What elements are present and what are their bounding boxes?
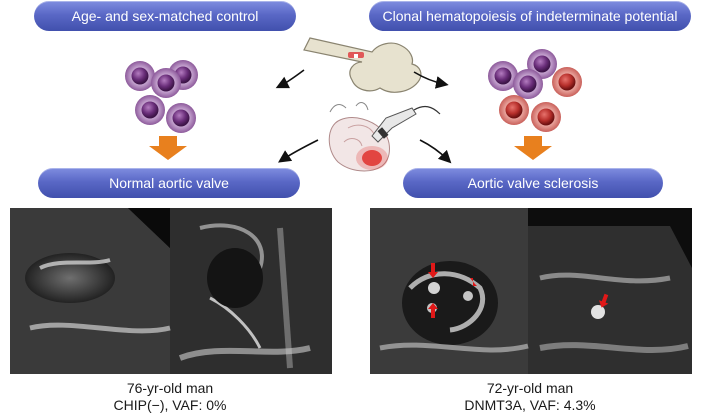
control-blood-cells: [125, 60, 198, 133]
chip-case-age: 72-yr-old man: [486, 380, 574, 396]
lesion-arrow-icon: [470, 278, 477, 286]
chip-case-mutation: DNMT3A, VAF: 4.3%: [464, 397, 596, 413]
blood-cell-icon: [552, 67, 582, 97]
control-group-header: Age- and sex-matched control: [34, 1, 296, 31]
curved-arrow-icon: [278, 139, 319, 163]
blood-cell-icon: [499, 95, 529, 125]
curved-arrow-icon: [275, 69, 305, 89]
chip-outcome-text: Aortic valve sclerosis: [467, 175, 599, 191]
blood-cell-icon: [531, 102, 561, 132]
chip-echo-image: [370, 208, 692, 374]
down-arrow-icon: [149, 136, 187, 160]
control-outcome-label: Normal aortic valve: [38, 168, 300, 198]
control-case-age: 76-yr-old man: [126, 380, 214, 396]
curved-arrow-icon: [419, 139, 452, 164]
lesion-arrow-icon: [598, 293, 609, 308]
chip-group-header-label: Clonal hematopoiesis of indeterminate po…: [382, 8, 678, 24]
lesion-arrow-icon: [428, 303, 438, 318]
control-case-mutation: CHIP(−), VAF: 0%: [113, 397, 227, 413]
blood-cell-icon: [488, 61, 518, 91]
bone-marrow-femur-icon: [303, 37, 422, 93]
blood-cell-icon: [513, 69, 543, 99]
blood-cell-icon: [166, 103, 196, 133]
chip-outcome-label: Aortic valve sclerosis: [403, 168, 663, 198]
control-echo-image: [10, 208, 332, 374]
blood-cell-icon: [125, 61, 155, 91]
blood-cell-icon: [151, 68, 181, 98]
chip-echo-render: [370, 208, 692, 374]
down-arrow-icon: [514, 136, 552, 160]
heart-echo-probe-icon: [328, 102, 441, 172]
control-outcome-text: Normal aortic valve: [109, 175, 229, 191]
curved-arrows: [275, 69, 452, 164]
lesion-arrow-icon: [428, 263, 438, 278]
chip-case-caption: 72-yr-old man DNMT3A, VAF: 4.3%: [440, 380, 620, 414]
chip-blood-cells: [488, 49, 582, 132]
control-group-header-label: Age- and sex-matched control: [71, 8, 259, 24]
lesion-arrows: [428, 263, 609, 318]
curved-arrow-icon: [413, 71, 449, 89]
control-echo-render: [10, 208, 332, 374]
chip-group-header: Clonal hematopoiesis of indeterminate po…: [369, 1, 691, 31]
blood-cell-icon: [135, 95, 165, 125]
control-case-caption: 76-yr-old man CHIP(−), VAF: 0%: [80, 380, 260, 414]
